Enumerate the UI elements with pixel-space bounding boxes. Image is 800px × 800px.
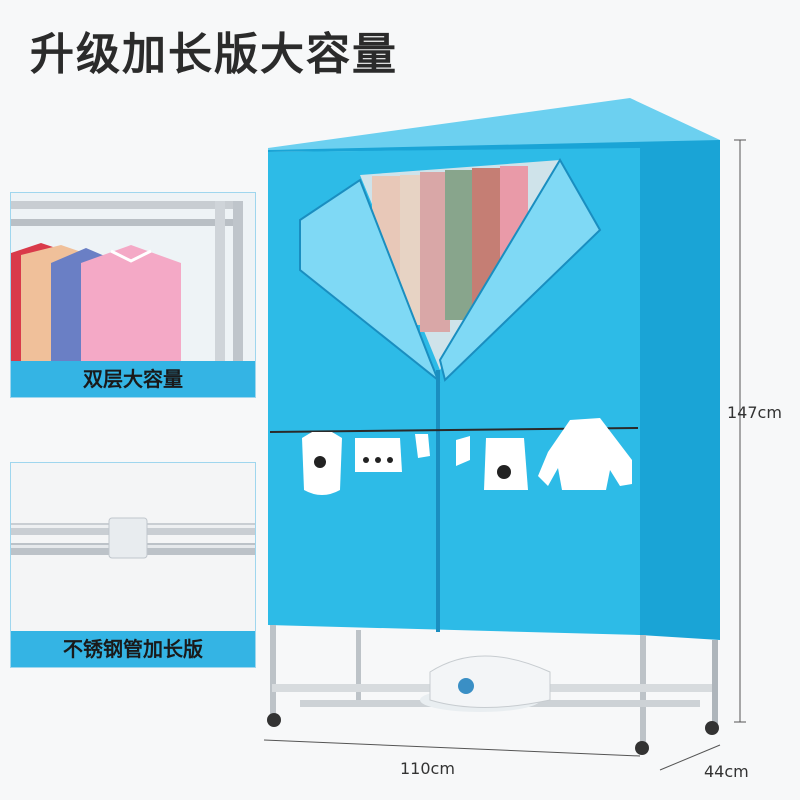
feature-panel-double-layer: 双层大容量 xyxy=(10,192,256,398)
heater-knob-icon xyxy=(458,678,474,694)
width-dimension-label: 110cm xyxy=(400,759,455,778)
cover-side xyxy=(640,140,720,640)
page-title: 升级加长版大容量 xyxy=(30,29,398,80)
feature-panel-steel-tube: 不锈钢管加长版 xyxy=(10,462,256,668)
decor-bib-icon xyxy=(484,438,528,490)
decor-shorts-icon xyxy=(355,438,402,472)
decor-sock-icon xyxy=(415,434,470,466)
panel-caption: 双层大容量 xyxy=(11,361,255,397)
height-dimension-label: 147cm xyxy=(727,403,782,422)
decor-jacket-icon xyxy=(538,418,632,490)
panel-caption: 不锈钢管加长版 xyxy=(11,631,255,667)
hanging-clothes-image xyxy=(11,193,255,363)
cover-top xyxy=(268,98,720,150)
decor-bodysuit-icon xyxy=(302,432,342,495)
depth-dimension-label: 44cm xyxy=(704,762,749,781)
steel-tube-image xyxy=(11,463,255,633)
